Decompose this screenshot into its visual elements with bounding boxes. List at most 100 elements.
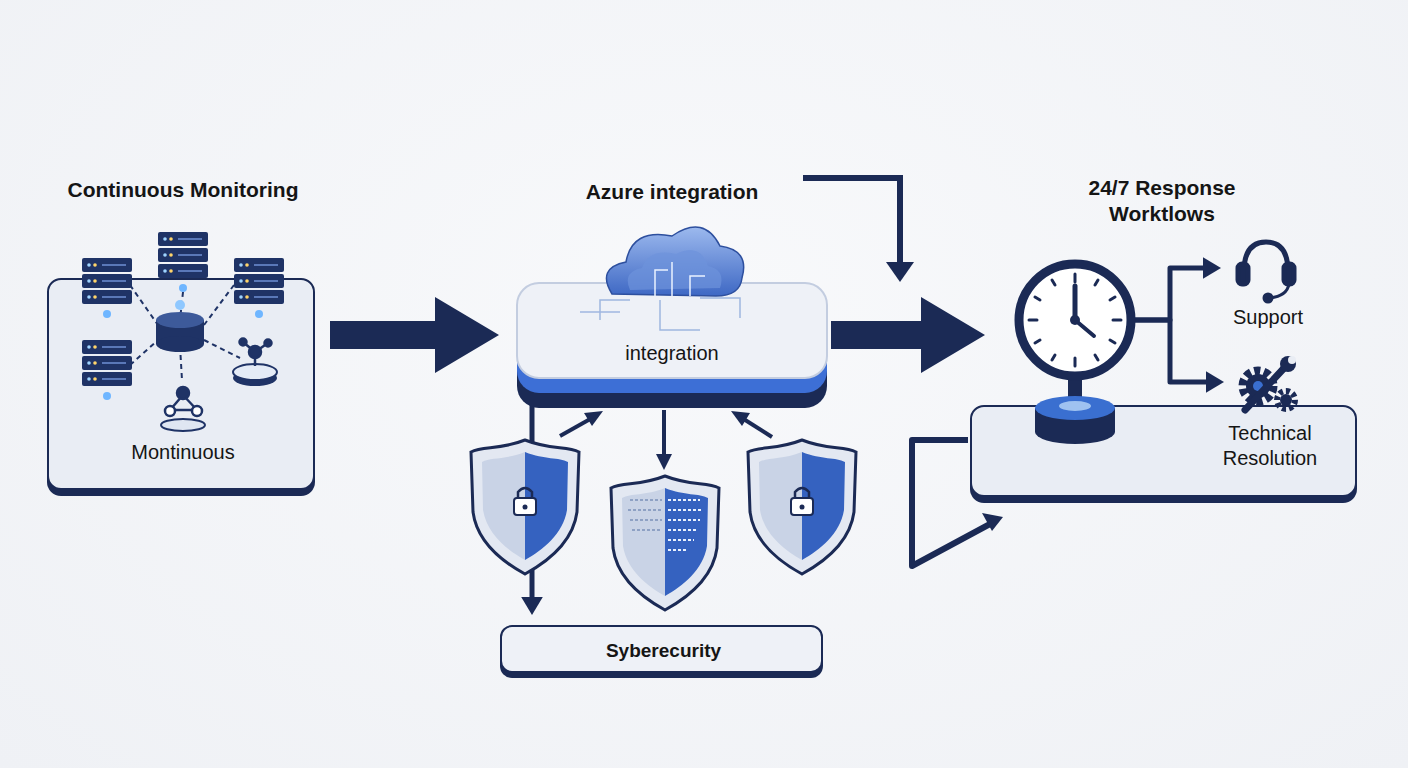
- node-label: integration: [517, 341, 827, 366]
- graphic-part: [514, 488, 536, 515]
- graphic-part: [82, 258, 132, 318]
- graphic-part: [1243, 371, 1273, 401]
- graphic-part: [233, 370, 277, 386]
- graphic-part: [1035, 396, 1115, 420]
- graphic-part: [175, 300, 185, 310]
- graphic-part: [130, 285, 240, 380]
- graphic-part: [668, 529, 698, 531]
- node-heading: Azure integration: [467, 179, 877, 205]
- graphic-part: [1110, 340, 1115, 343]
- graphic-part: [731, 411, 750, 426]
- graphic-part: [700, 298, 740, 318]
- graphic-part: [243, 342, 255, 352]
- graphic-part: [240, 339, 247, 346]
- arrow-head: [521, 597, 543, 615]
- connector-line: [530, 404, 535, 605]
- graphic-part: [156, 336, 204, 352]
- graphic-part: [1035, 420, 1115, 444]
- graphic-part: [1075, 320, 1094, 336]
- graphic-part: [233, 364, 277, 380]
- graphic-part: [180, 346, 182, 380]
- graphic-part: [668, 519, 700, 521]
- graphic-part: [668, 539, 694, 541]
- graphic-part: [632, 529, 662, 531]
- graphic-part: [1029, 274, 1121, 366]
- node-heading: 24/7 Response Worktlows: [1062, 175, 1262, 227]
- arrow-head: [1203, 257, 1221, 279]
- connector-line: [1133, 320, 1214, 382]
- graphic-part: [660, 300, 700, 330]
- security-box: Syberecurity: [500, 625, 823, 673]
- graphic-part: [655, 262, 705, 296]
- graphic-part: [161, 419, 205, 431]
- gear-wrench-icon: [1243, 356, 1296, 410]
- graphic-part: [800, 505, 805, 510]
- server-network: [82, 232, 284, 431]
- graphic-part: [1052, 280, 1055, 285]
- graphic-part: [668, 499, 700, 501]
- graphic-part: [130, 285, 158, 325]
- graphic-part: [1035, 408, 1115, 432]
- graphic-part: [518, 488, 532, 498]
- graphic-part: [1280, 394, 1292, 406]
- graphic-part: [1246, 374, 1270, 398]
- graphic-part: [265, 340, 272, 347]
- graphic-part: [1035, 340, 1040, 343]
- connector: [1133, 320, 1224, 393]
- graphic-part: [1074, 358, 1077, 366]
- platform-layer: [517, 283, 827, 378]
- connector-line: [1133, 268, 1211, 320]
- graphic-part: [240, 339, 272, 367]
- graphic-part: [177, 387, 189, 399]
- graphic-part: [1068, 372, 1082, 407]
- graphic-part: [192, 406, 202, 416]
- graphic-part: [628, 509, 662, 511]
- security-shields: [471, 440, 856, 610]
- graphic-part: [742, 418, 772, 437]
- graphic-part: [1244, 242, 1288, 272]
- graphic-part: [471, 440, 579, 574]
- graphic-part: [580, 298, 740, 330]
- graphic-part: [1288, 356, 1296, 364]
- graphic-part: [656, 454, 672, 470]
- connector: [831, 297, 985, 373]
- support-item: Support: [1213, 233, 1323, 333]
- graphic-part: [234, 258, 284, 318]
- graphic-part: [1265, 295, 1271, 301]
- graphic-part: [1280, 356, 1296, 372]
- graphic-part: [580, 311, 620, 313]
- graphic-part: [628, 250, 722, 290]
- graphic-part: [791, 498, 813, 515]
- graphic-part: [668, 500, 702, 550]
- arrow-line: [803, 178, 900, 264]
- graphic-part: [1073, 286, 1078, 320]
- graphic-part: [165, 387, 202, 416]
- graphic-part: [180, 292, 183, 320]
- graphic-part: [170, 395, 183, 410]
- graphic-part: [1095, 355, 1098, 360]
- graphic-part: [1270, 284, 1289, 298]
- graphic-part: [249, 346, 261, 358]
- graphic-part: [1019, 264, 1131, 376]
- graphic-part: [255, 343, 268, 352]
- graphic-part: [204, 285, 234, 325]
- graphic-part: [690, 276, 705, 296]
- graphic-part: [795, 488, 809, 498]
- graphic-part: [156, 312, 204, 328]
- headset-icon: [1238, 242, 1294, 301]
- connector: [1133, 257, 1221, 320]
- graphic-part: [1070, 315, 1080, 325]
- graphic-part: [611, 476, 719, 610]
- graphic-part: [748, 440, 856, 574]
- graphic-part: [1095, 280, 1098, 285]
- arrow-head: [1206, 371, 1224, 393]
- graphic-part: [671, 262, 673, 296]
- graphic-part: [655, 270, 668, 296]
- thick-arrow: [831, 297, 985, 373]
- connector: [330, 297, 499, 373]
- graphic-part: [662, 410, 666, 456]
- graphic-part: [1075, 286, 1094, 336]
- top-arrow: [803, 178, 900, 264]
- graphic-part: [204, 340, 240, 358]
- resolution-item: Technical Resolution: [1190, 421, 1350, 485]
